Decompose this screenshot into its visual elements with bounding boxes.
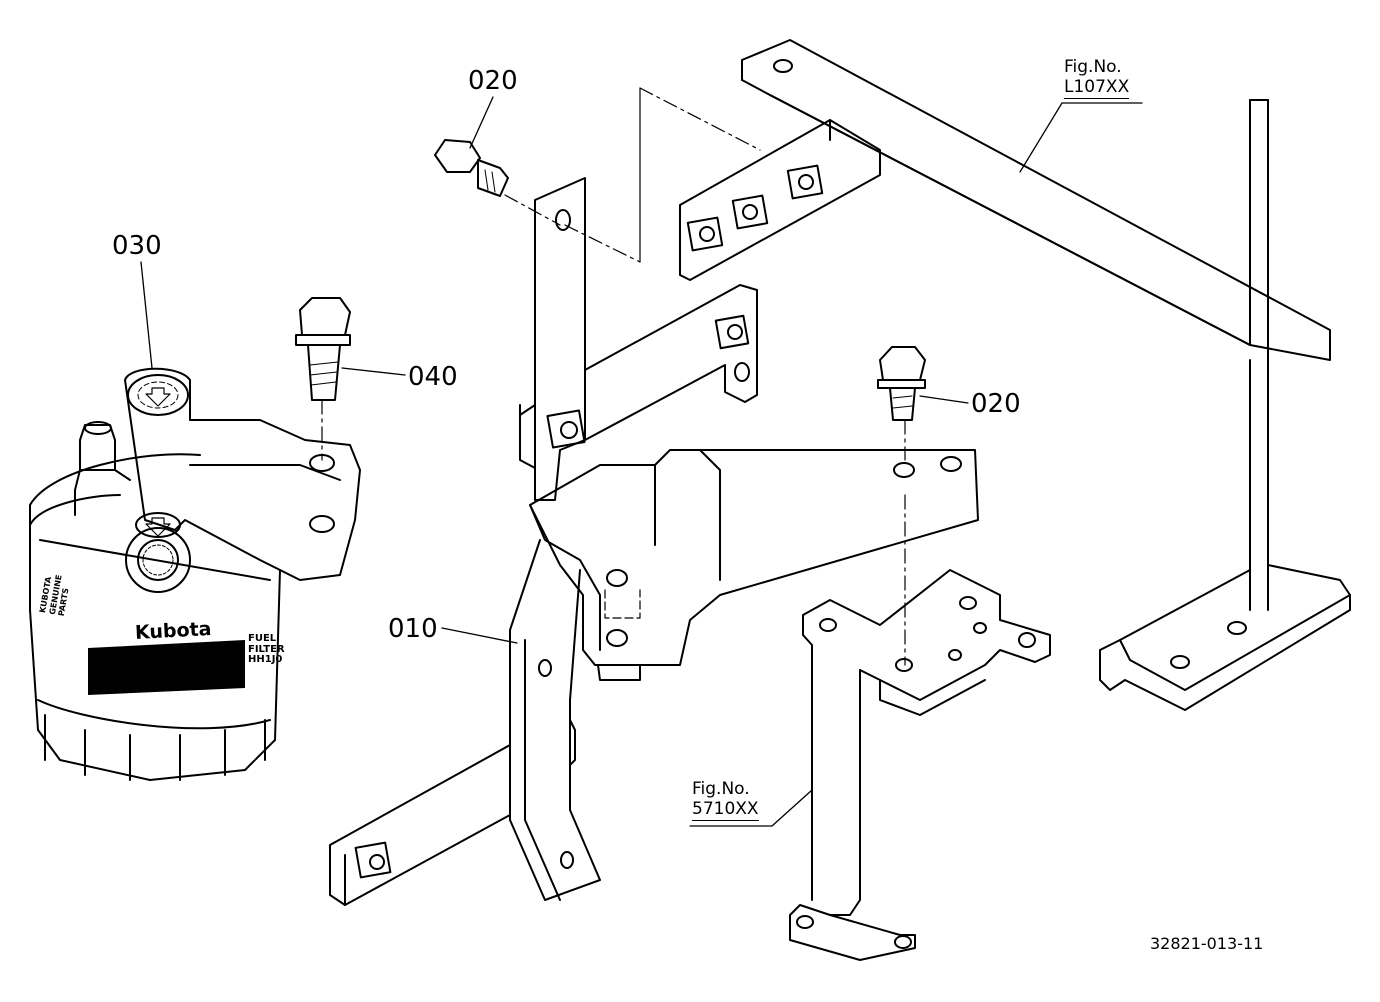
bracket-010 [329,177,979,906]
stand-assembly [789,494,1051,961]
figure-ref-frame[interactable]: Fig.No. L107XX [1064,57,1130,99]
kubota-stripe [88,640,245,695]
callout-bolt-filter: 040 [408,362,458,392]
filter-right-text: FUEL FILTER HH1J0 [248,633,285,666]
callout-bracket: 010 [388,614,438,644]
callout-filter-assembly: 030 [112,231,162,261]
leader-lines [140,96,1143,827]
frame-assembly [564,39,1351,711]
bolt-020-upper [434,139,561,226]
figure-ref-frame-line1: Fig.No. [1064,57,1122,77]
figure-ref-stand-line2: 5710XX [692,798,759,821]
fuel-filter-030 [29,367,361,781]
bolt-020-right [877,346,926,461]
filter-right-text-2: FILTER [248,643,285,655]
figure-ref-stand-line1: Fig.No. [692,779,750,799]
figure-ref-stand[interactable]: Fig.No. 5710XX [692,779,759,821]
callout-bolt-right: 020 [971,389,1021,419]
drawing-number: 32821-013-11 [1150,934,1264,953]
figure-ref-frame-line2: L107XX [1064,76,1130,99]
filter-right-text-3: HH1J0 [248,654,283,665]
callout-bolt-upper: 020 [468,66,518,96]
bolt-040 [295,297,351,461]
filter-right-text-1: FUEL [248,633,277,644]
filter-brand-label: Kubota [134,618,213,644]
